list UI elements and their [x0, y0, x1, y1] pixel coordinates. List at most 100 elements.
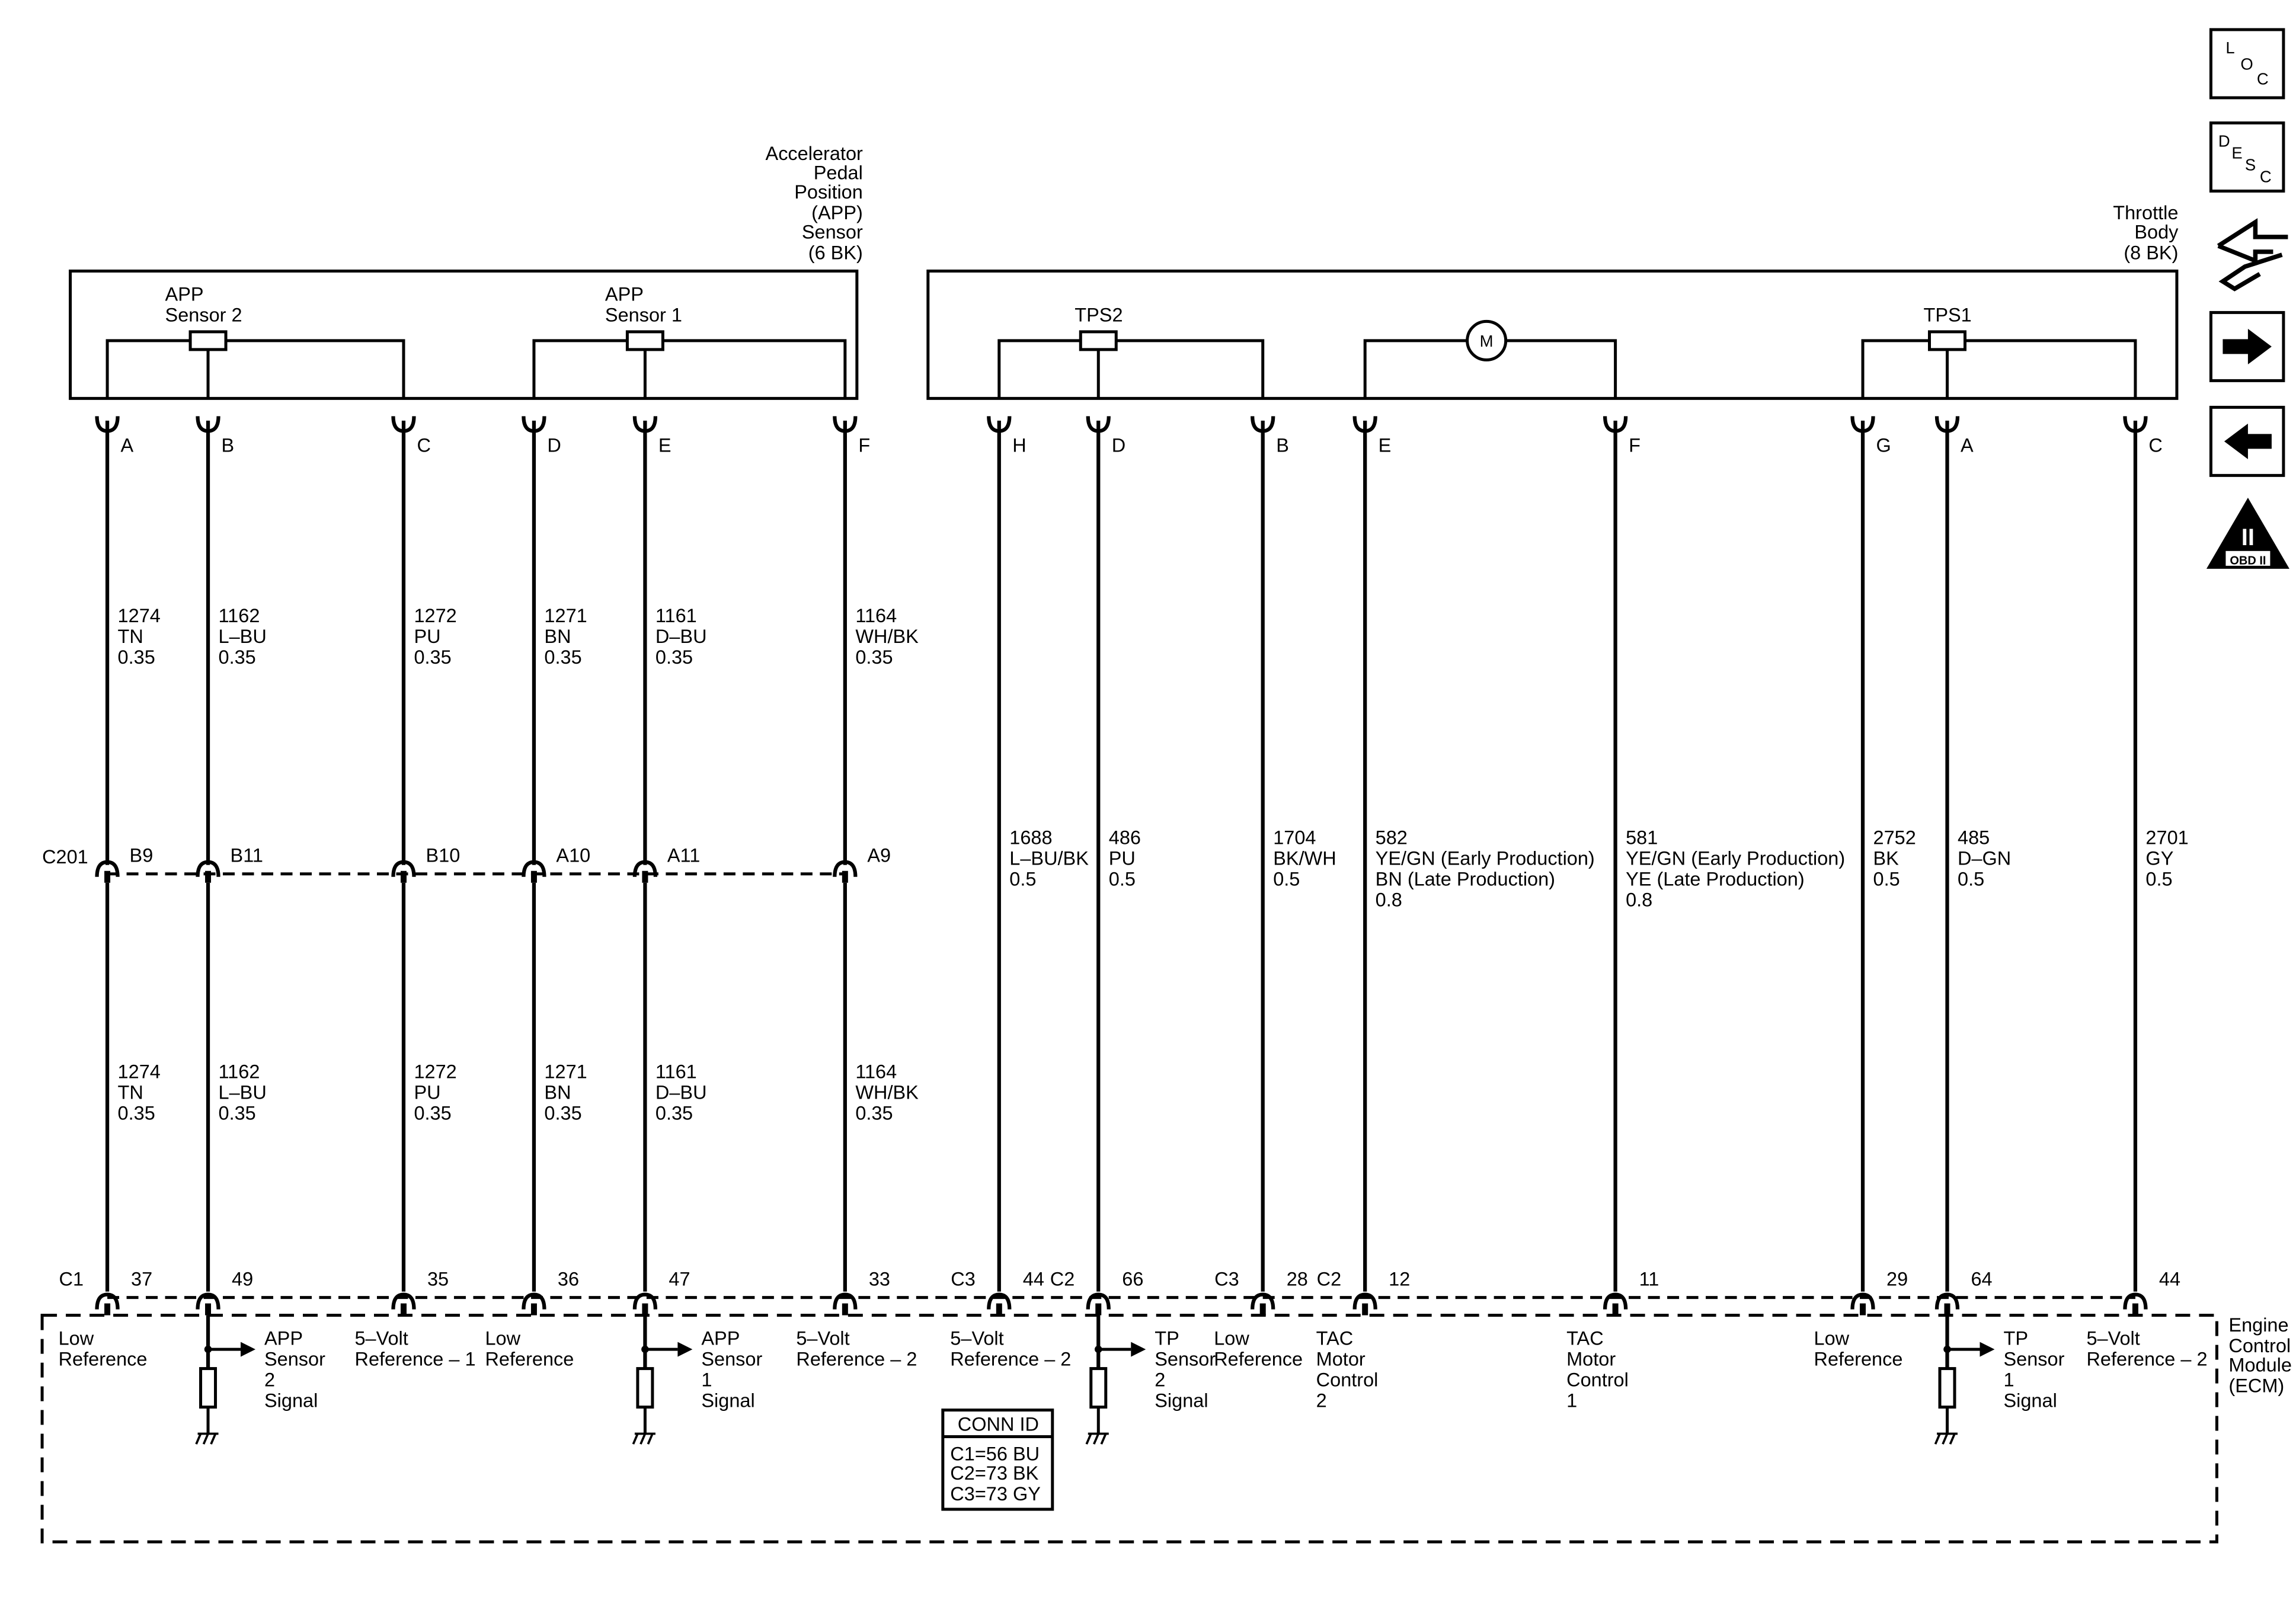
previous-arrow-box[interactable]: [2209, 405, 2285, 477]
ecm-circuit-label: Reference: [59, 1349, 148, 1370]
ecm-terminal: [1251, 1292, 1275, 1310]
ecm-circuit-label: 1: [1566, 1390, 1577, 1411]
ecm-circuit-label: Motor: [1566, 1349, 1616, 1370]
ecm-terminal: [2123, 1292, 2148, 1310]
ecm-box: [40, 1314, 2218, 1544]
app-sensor-1-label: Sensor 1: [605, 304, 682, 325]
wire-label-lower: 1274: [118, 1061, 161, 1083]
wire-label-upper: PU: [414, 626, 440, 647]
throttle-wire-label: 2752: [1873, 827, 1916, 849]
ecm-circuit-label: APP: [264, 1328, 303, 1349]
ecm-title-line: Module: [2228, 1355, 2292, 1376]
signal-arrow-icon: [1131, 1342, 1146, 1357]
app-pin-letter: F: [858, 434, 870, 456]
ecm-terminal: [391, 1292, 416, 1310]
wire-label-upper: L–BU: [219, 626, 267, 647]
throttle-wire-label: BN (Late Production): [1376, 869, 1555, 890]
loc-icon-letter: O: [2240, 55, 2253, 73]
ecm-circuit-label: Low: [59, 1328, 94, 1349]
app-title-line: Sensor: [802, 221, 863, 242]
c201-terminal: [391, 860, 416, 877]
ecm-circuit-label: 2: [264, 1369, 275, 1391]
ecm-pin-number: 44: [1023, 1269, 1044, 1290]
wire-label-upper: 1162: [219, 605, 260, 626]
wire-label-upper: D–BU: [655, 626, 707, 647]
loc-icon-letter: C: [2257, 69, 2269, 88]
throttle-wire-label: 1688: [1009, 827, 1052, 849]
ecm-circuit-label: 5–Volt: [796, 1328, 849, 1349]
loc-icon-letter: L: [2225, 39, 2234, 57]
ecm-circuit-label: 1: [701, 1369, 712, 1391]
pull-down-resistor: [1089, 1367, 1108, 1409]
ground-icon: [1085, 1432, 1109, 1445]
ecm-circuit-label: TP: [1155, 1328, 1179, 1349]
c201-cavity: A11: [667, 845, 700, 866]
throttle-wire-label: 1704: [1273, 827, 1316, 849]
c201-terminal: [522, 860, 546, 877]
desc-icon-letter: E: [2231, 143, 2242, 162]
app-pin-letter: D: [547, 434, 561, 456]
wire-label-lower: 0.35: [414, 1103, 451, 1124]
throttle-pin-terminal: [1850, 416, 1875, 433]
app-pin-letter: E: [658, 434, 671, 456]
ecm-circuit-label: 2: [1155, 1369, 1165, 1391]
ecm-terminal: [632, 1292, 658, 1310]
app-title-line: Accelerator: [766, 143, 863, 164]
ecm-circuit-label: Signal: [264, 1390, 318, 1411]
obd-ii-icon[interactable]: [2206, 497, 2289, 569]
ecm-circuit-label: Motor: [1316, 1349, 1366, 1370]
app-sensor-box: [69, 269, 859, 400]
wire-label-lower: PU: [414, 1082, 440, 1103]
loc-icon-box[interactable]: [2209, 28, 2285, 100]
wire-label-lower: 1162: [219, 1061, 260, 1083]
signal-arrow-icon: [677, 1342, 693, 1357]
throttle-wire-label: PU: [1109, 848, 1136, 869]
wire-label-upper: 0.35: [414, 646, 451, 668]
next-arrow-box[interactable]: [2209, 311, 2285, 382]
desc-icon-letter: S: [2245, 155, 2256, 174]
ecm-terminal: [1086, 1292, 1111, 1310]
ecm-circuit-label: TP: [2003, 1328, 2028, 1349]
pull-down-resistor: [1938, 1367, 1956, 1409]
ecm-connector-id: C1: [59, 1269, 84, 1290]
ecm-circuit-label: Sensor: [264, 1349, 325, 1370]
throttle-wire-label: 485: [1958, 827, 1990, 849]
app-pin-terminal: [522, 416, 546, 433]
tps1-resistor: [1928, 330, 1966, 351]
ecm-circuit-label: Signal: [701, 1390, 754, 1411]
throttle-pin-letter: E: [1379, 434, 1392, 456]
throttle-pin-letter: C: [2148, 434, 2162, 456]
wire-label-upper: 1272: [414, 605, 456, 626]
ground-icon: [632, 1432, 655, 1445]
app-pin-letter: B: [222, 434, 235, 456]
ecm-circuit-label: 5–Volt: [950, 1328, 1003, 1349]
wire-label-upper: WH/BK: [855, 626, 919, 647]
tac-motor-icon: [1466, 319, 1508, 361]
throttle-wire-label: 0.5: [1958, 869, 1984, 890]
next-arrow-icon[interactable]: [2223, 328, 2272, 364]
c201-terminal: [95, 860, 120, 877]
ecm-circuit-label: Signal: [1155, 1390, 1208, 1411]
wire-label-upper: 0.35: [655, 646, 693, 668]
desc-icon-box[interactable]: [2209, 121, 2285, 193]
wire-label-lower: BN: [544, 1082, 571, 1103]
throttle-wire-label: 486: [1109, 827, 1141, 849]
wire-label-lower: 1271: [544, 1061, 587, 1083]
throttle-wire-label: 0.8: [1376, 889, 1402, 911]
ecm-terminal: [522, 1292, 546, 1310]
signal-arrow-icon: [1980, 1342, 1995, 1357]
cross-reference-icon[interactable]: [2217, 218, 2288, 292]
ecm-circuit-label: Reference – 2: [2086, 1349, 2207, 1370]
ecm-circuit-label: Reference – 2: [796, 1349, 917, 1370]
tps2-resistor: [1079, 330, 1118, 351]
previous-arrow-icon[interactable]: [2224, 423, 2272, 459]
ecm-connector-id: C3: [951, 1269, 976, 1290]
ecm-pin-number: 28: [1287, 1269, 1308, 1290]
wire-label-lower: WH/BK: [855, 1082, 919, 1103]
wire-label-upper: 1164: [855, 605, 897, 626]
throttle-pin-letter: A: [1961, 434, 1974, 456]
throttle-title-line: Throttle: [2113, 202, 2178, 223]
c201-cavity: B11: [231, 845, 263, 866]
pull-down-resistor: [636, 1367, 654, 1409]
conn-id-line: C3=73 GY: [950, 1483, 1041, 1505]
